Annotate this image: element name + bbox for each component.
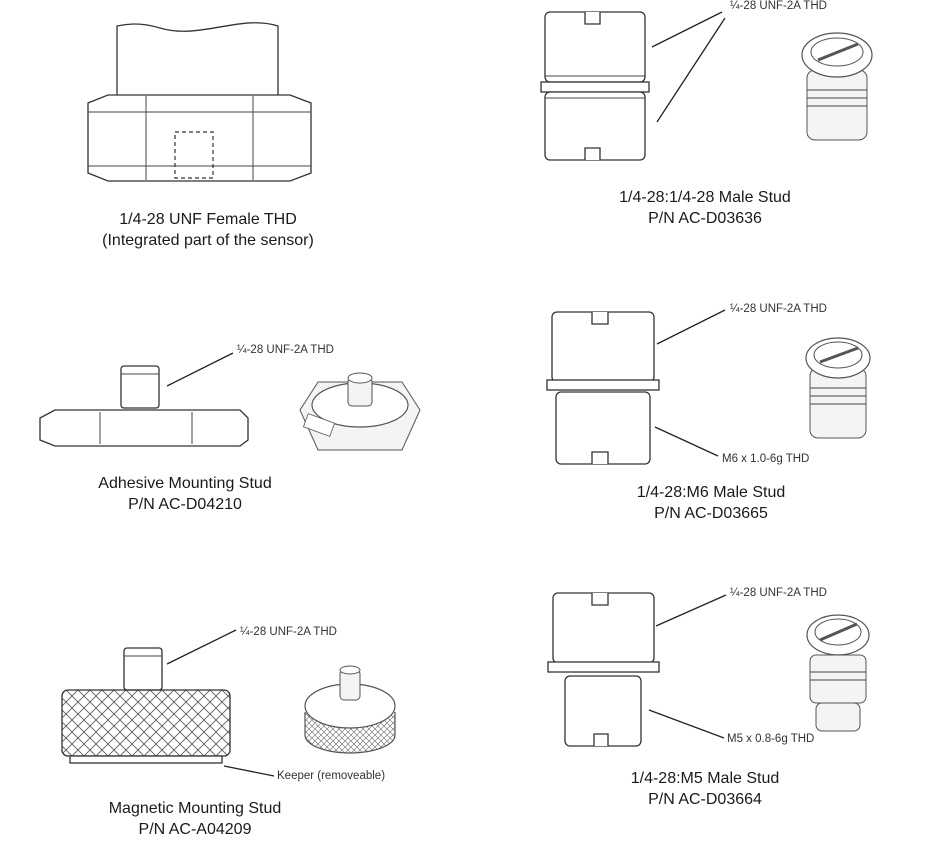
male-stud-quarter-quarter-drawing (540, 11, 726, 161)
caption-subtitle: (Integrated part of the sensor) (102, 232, 314, 249)
caption-magnetic-stud: Magnetic Mounting Stud P/N AC-A04209 (45, 798, 345, 840)
caption-male-stud-m5: 1/4-28:M5 Male Stud P/N AC-D03664 (555, 768, 855, 810)
callout-m5: M5 x 0.8-6g THD (727, 733, 815, 745)
magnetic-stud-photo (304, 665, 396, 754)
callout-thread-3: ¼-28 UNF-2A THD (730, 303, 827, 315)
caption-male-stud-m6: 1/4-28:M6 Male Stud P/N AC-D03665 (561, 482, 861, 524)
male-stud-m5-photo (806, 614, 870, 732)
female-thread-drawing (87, 22, 312, 182)
callout-thread-5: ¼-28 UNF-2A THD (730, 587, 827, 599)
caption-part-number: P/N AC-D03636 (648, 210, 762, 227)
callout-m6: M6 x 1.0-6g THD (722, 453, 810, 465)
callout-keeper: Keeper (removeable) (277, 770, 386, 782)
male-stud-m6-drawing (546, 309, 726, 465)
caption-title: 1/4-28 UNF Female THD (119, 211, 297, 228)
adhesive-stud-photo (299, 372, 421, 451)
caption-part-number: P/N AC-A04209 (138, 821, 252, 838)
callout-thread-4: ¼-28 UNF-2A THD (240, 626, 337, 638)
male-stud-m5-drawing (547, 592, 727, 747)
callout-thread-2: ¼-28 UNF-2A THD (237, 344, 334, 356)
caption-female-thread: 1/4-28 UNF Female THD (Integrated part o… (58, 209, 358, 251)
caption-title: 1/4-28:M5 Male Stud (630, 770, 780, 787)
male-stud-quarter-quarter-photo (801, 32, 873, 141)
caption-part-number: P/N AC-D03664 (648, 791, 762, 808)
caption-part-number: P/N AC-D03665 (654, 505, 768, 522)
caption-title: Adhesive Mounting Stud (98, 475, 272, 492)
callout-thread-1: ¼-28 UNF-2A THD (730, 0, 827, 12)
caption-title: 1/4-28:1/4-28 Male Stud (619, 189, 791, 206)
magnetic-stud-drawing (61, 629, 275, 777)
adhesive-stud-drawing (39, 352, 249, 447)
caption-part-number: P/N AC-D04210 (128, 496, 242, 513)
caption-male-stud-quarter-quarter: 1/4-28:1/4-28 Male Stud P/N AC-D03636 (555, 187, 855, 229)
caption-title: Magnetic Mounting Stud (108, 800, 282, 817)
caption-title: 1/4-28:M6 Male Stud (636, 484, 786, 501)
caption-adhesive-stud: Adhesive Mounting Stud P/N AC-D04210 (35, 473, 335, 515)
male-stud-m6-photo (805, 337, 871, 439)
